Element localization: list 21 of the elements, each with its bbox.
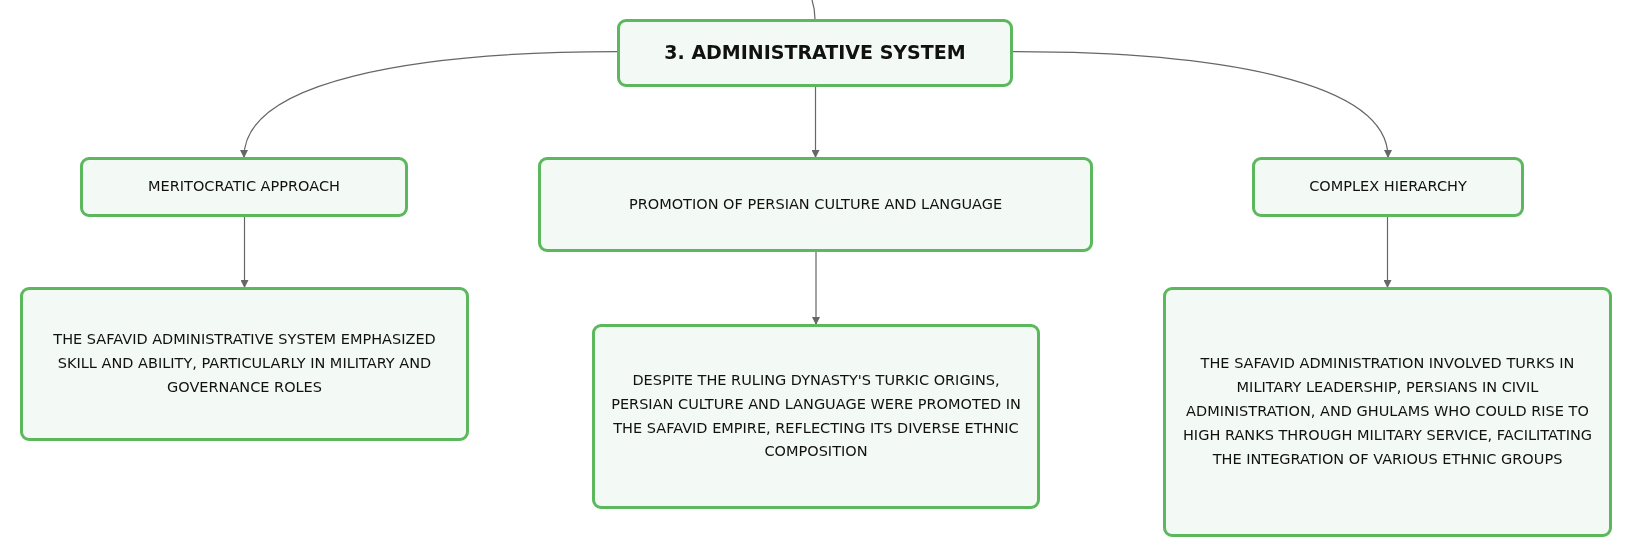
- subtopic-title: PROMOTION OF PERSIAN CULTURE AND LANGUAGE: [628, 194, 1003, 214]
- connector: [811, 86, 820, 158]
- subtopic-box: [1163, 287, 1612, 537]
- description-text: THE SAFAVID ADMINISTRATIVE SYSTEM EMPHASIZED SKILL AND ABILITY, PARTICULARLY IN MILITARY AND GOVERNANCE ROLES: [52, 330, 437, 397]
- subtopic-title: COMPLEX HIERARCHY: [1309, 177, 1467, 197]
- connector: [812, 251, 820, 325]
- connector: [1383, 216, 1392, 288]
- topic-box: [617, 19, 1013, 87]
- connector: [241, 51, 618, 158]
- description-text: THE SAFAVID ADMINISTRATION INVOLVED TURKS IN MILITARY LEADERSHIP, PERSIANS IN CIVIL ADMINISTRATION, AND GHULAMS WHO COULD RISE TO HIGH RANKS THROUGH MILITARY SERVICE, FACILITATING THE INTEGRATION OF VARIOUS ETHNIC GROUPS: [1181, 354, 1593, 469]
- subtopic-box: [20, 287, 469, 441]
- connector: [240, 216, 249, 288]
- subtopic-box: [538, 157, 1093, 252]
- subtopic-box: [1252, 157, 1524, 217]
- subtopic-box: [80, 157, 408, 217]
- connector: [811, 0, 816, 20]
- subtopic-box: [592, 324, 1040, 509]
- subtopic-title: MERITOCRATIC APPROACH: [148, 177, 340, 197]
- connector: [1012, 51, 1391, 158]
- description-text: DESPITE THE RULING DYNASTY'S TURKIC ORIGINS, PERSIAN CULTURE AND LANGUAGE WERE PROMOTED IN THE SAFAVID EMPIRE, REFLECTING ITS DIVERSE ETHNIC COMPOSITION: [610, 370, 1022, 462]
- topic-title: 3. ADMINISTRATIVE SYSTEM: [664, 40, 966, 66]
